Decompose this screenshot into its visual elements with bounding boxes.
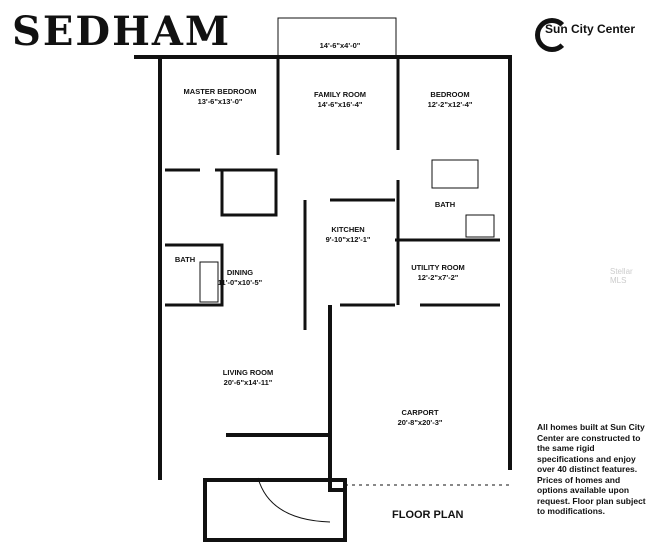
sun-logo-icon	[535, 18, 569, 52]
room-bath-1: BATH	[174, 255, 196, 264]
brand-name: Sun City Center	[545, 22, 636, 36]
watermark: Stellar MLS	[610, 267, 633, 285]
floor-plan-label: FLOOR PLAN	[392, 509, 464, 521]
porch-dims: 14'-6"x4'-0"	[319, 41, 361, 50]
disclaimer-note: All homes built at Sun City Center are c…	[537, 422, 646, 516]
room-bath-2: BATH	[434, 200, 456, 209]
plan-title: SEDHAM	[12, 8, 232, 55]
